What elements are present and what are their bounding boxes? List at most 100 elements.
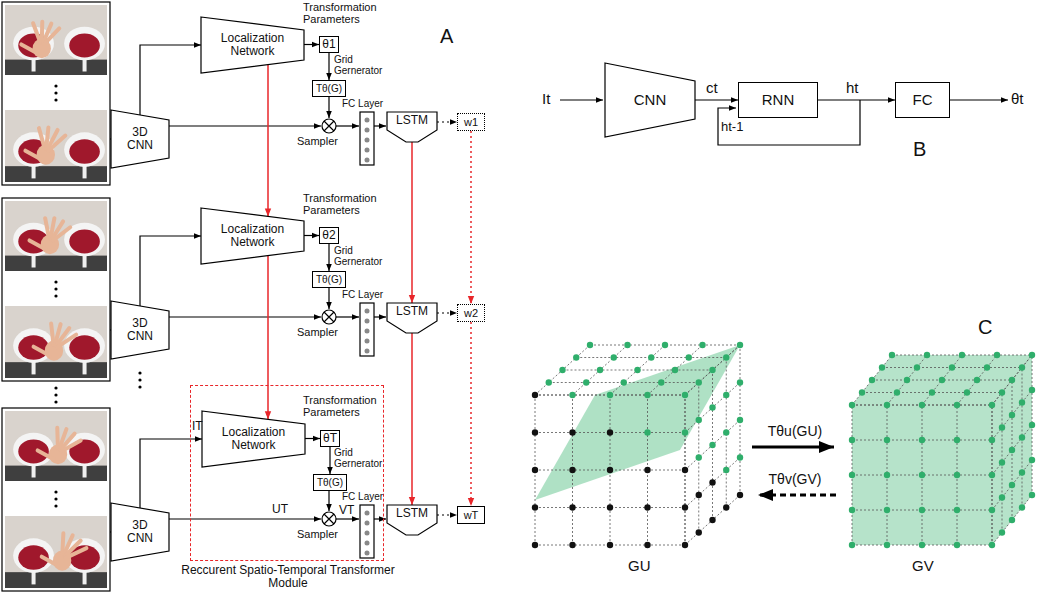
label-holder: Localization Network xyxy=(201,17,304,73)
ellipsis-dot xyxy=(54,280,57,283)
fc-layer-column xyxy=(360,112,374,165)
node-label: LSTM xyxy=(396,507,428,520)
grid-point xyxy=(573,354,579,360)
edge-label: ht xyxy=(846,80,859,97)
sampler-cross xyxy=(324,514,334,524)
grid-point xyxy=(709,367,715,373)
frame-group-border xyxy=(2,2,110,185)
grid-point xyxy=(611,354,617,360)
grid-point xyxy=(849,437,855,443)
grid-point xyxy=(607,542,613,548)
cnn-3d-block-shape xyxy=(111,503,169,561)
grid-point xyxy=(989,507,995,513)
input-arrow xyxy=(560,99,603,100)
grid-generator-box: Tθ(G) xyxy=(312,271,346,288)
label-holder: w2 xyxy=(458,305,484,321)
grid-name: GU xyxy=(628,558,651,575)
video-frame xyxy=(5,5,107,75)
grid-point xyxy=(587,342,593,348)
grid-line xyxy=(610,345,665,395)
cnn-3d-block-shape xyxy=(111,301,169,359)
video-frames xyxy=(2,2,110,591)
grid-cube xyxy=(849,352,1035,548)
connector xyxy=(437,312,457,313)
grid-point xyxy=(723,429,729,435)
label-holder: LSTM xyxy=(387,505,437,523)
grid-point xyxy=(999,389,1005,395)
grid-line xyxy=(535,345,590,395)
label-holder: Localization Network xyxy=(202,411,305,467)
connector xyxy=(304,44,319,45)
grid-point xyxy=(699,342,705,348)
connector xyxy=(818,99,895,100)
node-label: Tθ(G) xyxy=(316,83,342,94)
component-label: Grid Gernerator xyxy=(334,55,386,76)
component-label: FC Layer xyxy=(342,491,383,502)
connector xyxy=(437,514,457,515)
frame-background xyxy=(5,110,107,182)
lstm-cell: LSTM xyxy=(387,112,437,142)
hand-thumb xyxy=(38,450,54,459)
ellipsis-dot xyxy=(54,490,57,493)
label-holder: LSTM xyxy=(387,303,437,321)
lstm-cell: LSTM xyxy=(387,505,437,535)
grid-point xyxy=(999,494,1005,500)
weight-box: w1 xyxy=(457,113,485,131)
fc-unit xyxy=(365,541,370,546)
grid-point xyxy=(644,542,650,548)
sampled-arrow xyxy=(336,518,359,519)
grid-point xyxy=(869,377,875,383)
frame-background xyxy=(5,306,107,378)
grid-point xyxy=(644,392,650,398)
localization-network-shape xyxy=(202,411,305,467)
grid-point xyxy=(919,542,925,548)
recurrent-connector xyxy=(411,333,413,505)
feature-arrow xyxy=(165,125,321,126)
grid-point xyxy=(989,437,995,443)
grid-point xyxy=(1009,482,1015,488)
cnn-3d-block-shape xyxy=(111,110,169,168)
fc-unit xyxy=(365,349,370,354)
grid-point xyxy=(919,472,925,478)
module-caption-holder: Reccurent Spatio-Temporal Transformer Mo… xyxy=(179,564,397,591)
hand-finger xyxy=(45,218,49,238)
chair-shell xyxy=(64,132,105,167)
fc-arrow xyxy=(374,518,386,519)
grid-point xyxy=(984,364,990,370)
video-frame xyxy=(5,411,107,481)
fc-arrow xyxy=(374,125,386,126)
grid-point xyxy=(954,472,960,478)
grid-point xyxy=(723,467,729,473)
component-label: Grid Gernerator xyxy=(334,246,386,267)
grid-line xyxy=(685,345,740,395)
grid-point xyxy=(994,352,1000,358)
grid-point xyxy=(919,437,925,443)
grid-point xyxy=(849,402,855,408)
fc-arrow xyxy=(374,316,386,317)
hand-finger xyxy=(53,227,70,240)
chair-shell xyxy=(64,27,105,61)
label-holder: wT xyxy=(458,507,484,523)
grid-point xyxy=(709,517,715,523)
hand-finger xyxy=(39,128,45,149)
signal-name: ht-1 xyxy=(721,120,743,134)
grid-point xyxy=(884,402,890,408)
grid-point xyxy=(597,367,603,373)
weight-box: w2 xyxy=(457,304,485,322)
grid-point xyxy=(889,352,895,358)
grid-point xyxy=(954,542,960,548)
frame-background xyxy=(5,5,107,75)
grid-point xyxy=(569,542,575,548)
sampling-grids xyxy=(532,342,1035,548)
grid-point xyxy=(859,389,865,395)
grid-point xyxy=(1029,387,1035,393)
ellipsis-dot xyxy=(138,378,141,381)
grid-point xyxy=(569,467,575,473)
hand-thumb xyxy=(25,151,41,160)
cnn-3d-block: 3D CNN xyxy=(111,301,169,359)
localization-network-shape xyxy=(201,208,304,264)
grid-point xyxy=(1009,377,1015,383)
hand-finger xyxy=(66,548,87,558)
hand-finger xyxy=(61,440,80,451)
grid-point xyxy=(696,379,702,385)
